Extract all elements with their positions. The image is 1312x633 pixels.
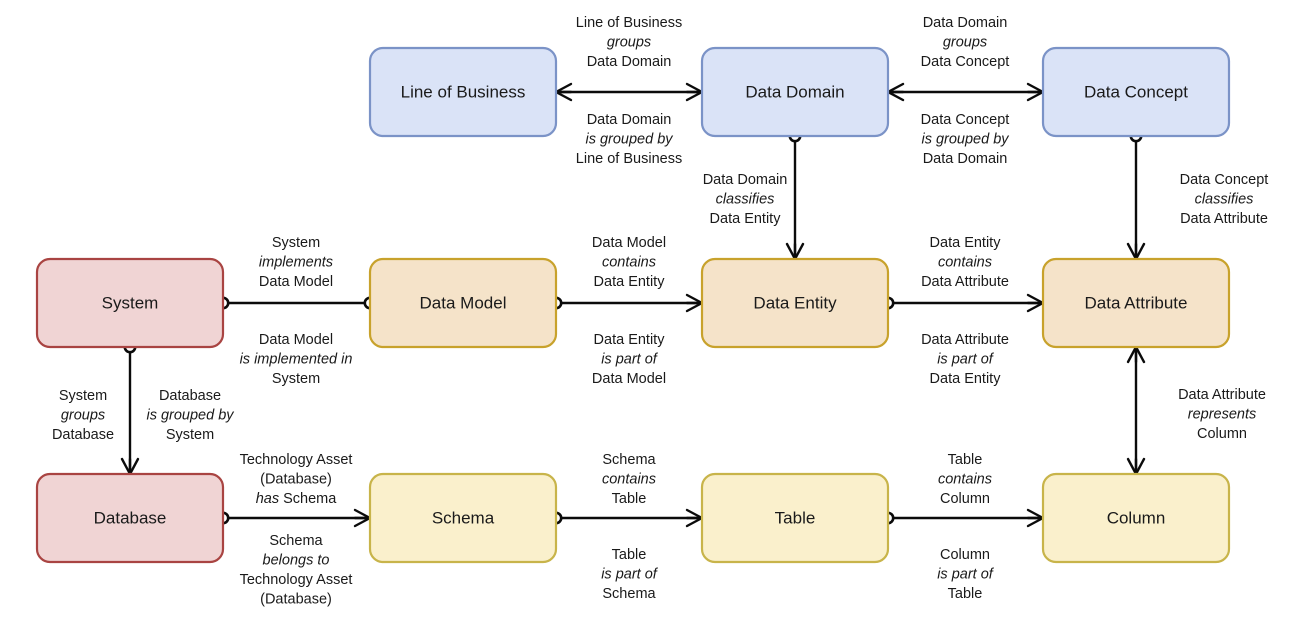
node-column[interactable]: Column [1041,472,1231,564]
node-title: Database [94,508,167,527]
node-title: Line of Business [401,82,526,101]
node-shape [1041,472,1231,564]
node-title: Data Concept [1084,82,1188,101]
edge-entity-attribute[interactable] [881,293,1045,313]
node-shape [1041,46,1231,138]
node-data-attribute[interactable]: Data Attribute [1041,257,1231,349]
node-database[interactable]: Database [35,472,225,564]
node-data-entity[interactable]: Data Entity [700,257,890,349]
node-data-concept[interactable]: Data Concept [1041,46,1231,138]
crowsfoot-target [785,242,805,261]
node-data-domain[interactable]: Data Domain [700,46,890,138]
crowsfoot-target [685,293,704,313]
crowsfoot-target [1026,508,1045,528]
edge-datamodel-entity[interactable] [549,293,704,313]
node-data-model[interactable]: Data Model [368,257,558,349]
edge-schema-table[interactable] [549,508,704,528]
node-shape [368,257,558,349]
node-shape [35,472,225,564]
node-line-of-business[interactable]: Line of Business [368,46,558,138]
crowsfoot-source [886,82,905,102]
edge-attribute-column[interactable] [1126,345,1146,476]
node-shape [700,257,890,349]
edge-system-datamodel[interactable] [216,296,377,310]
crowsfoot-target [1026,293,1045,313]
node-shape [368,472,558,564]
node-title: Data Domain [745,82,844,101]
crowsfoot-target [120,457,140,476]
node-title: Data Attribute [1084,293,1187,312]
node-title: Table [775,508,816,527]
node-table[interactable]: Table [700,472,890,564]
node-title: Schema [432,508,495,527]
crowsfoot-source [554,82,573,102]
node-system[interactable]: System [35,257,225,349]
node-shape [700,46,890,138]
edge-domain-concept[interactable] [886,82,1045,102]
node-shape [1041,257,1231,349]
relationship-label-database-schema-forward: Technology Asset(Database)has Schema [240,452,353,507]
node-schema[interactable]: Schema [368,472,558,564]
edge-lob-domain[interactable] [554,82,704,102]
crowsfoot-target [1126,242,1146,261]
crowsfoot-target [685,82,704,102]
crowsfoot-target [1026,82,1045,102]
node-shape [35,257,225,349]
node-shape [700,472,890,564]
node-shape [368,46,558,138]
crowsfoot-target [685,508,704,528]
nodes-layer: Line of Business Data Domain Data ConceptS… [35,46,1231,564]
edge-system-database[interactable] [120,340,140,476]
crowsfoot-target [353,508,372,528]
edge-concept-attribute[interactable] [1126,129,1146,261]
crowsfoot-target [1126,457,1146,476]
crowsfoot-source [1126,345,1146,364]
node-title: System [102,293,159,312]
node-title: Data Model [420,293,507,312]
edge-domain-entity[interactable] [785,129,805,261]
node-title: Column [1107,508,1166,527]
edge-database-schema[interactable] [216,508,372,528]
node-title: Data Entity [753,293,837,312]
edge-table-column[interactable] [881,508,1045,528]
